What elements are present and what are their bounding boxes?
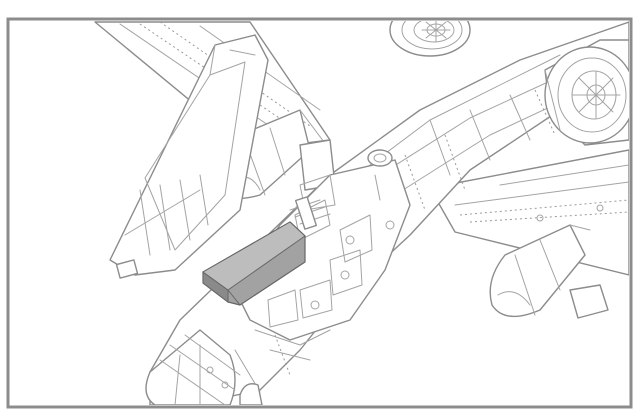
engine-intake-upper (389, 21, 471, 57)
right-wing (429, 149, 629, 276)
open-canopy (109, 34, 269, 279)
lower-fuselage-panels (234, 329, 331, 405)
engine-intake-lower (544, 39, 629, 146)
nose-section (145, 329, 241, 405)
highlighted-component (202, 221, 306, 306)
wing-pod-right (489, 224, 609, 319)
seat-rails (289, 196, 331, 230)
